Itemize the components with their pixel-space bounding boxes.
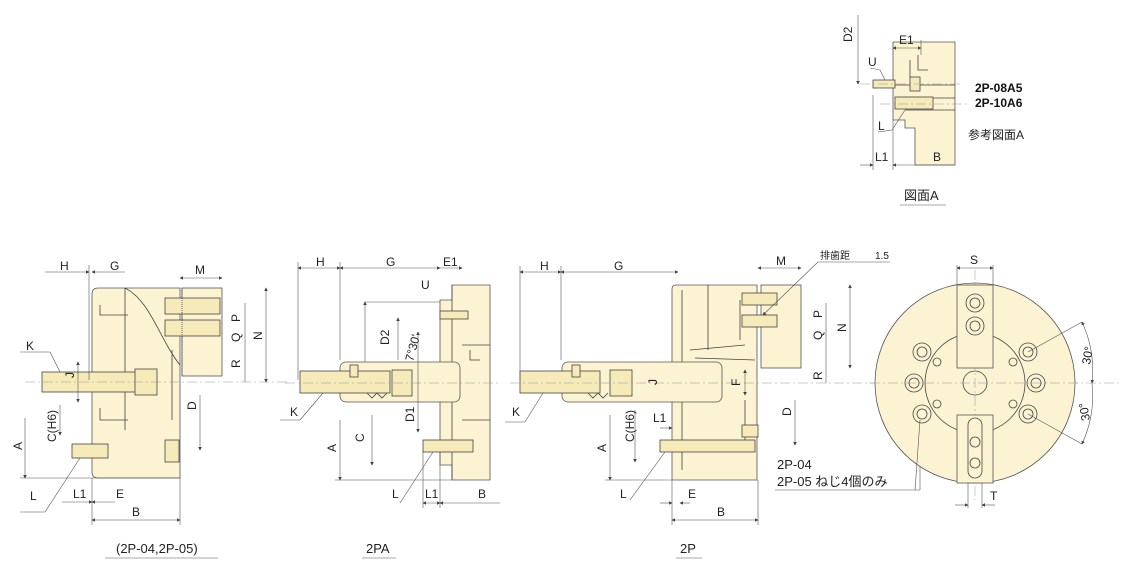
label-f: F [729, 379, 743, 386]
label-d2: D2 [378, 329, 392, 345]
label-a: A [325, 444, 339, 452]
label-l1: L1 [653, 411, 667, 425]
label-c-h6: C(H6) [623, 410, 637, 442]
label-l1: L1 [875, 150, 889, 164]
label-k: K [290, 405, 298, 419]
view-2p-bolt [659, 439, 756, 453]
label-m: M [195, 263, 205, 277]
label-u: U [421, 278, 430, 292]
view-2p-shaft [519, 370, 601, 394]
label-tooth-pitch: 排歯距 [820, 249, 850, 262]
view-2pa-bolt-l [422, 439, 474, 453]
label-l1: L1 [73, 487, 87, 501]
label-p: P [811, 310, 825, 318]
reference-note: 参考図面A [968, 127, 1024, 142]
label-h: H [316, 255, 325, 269]
label-d2: D2 [841, 26, 855, 42]
label-c-h6: C(H6) [45, 410, 59, 442]
view-2pa: H G E1 U D2 7°30' D1 C A K L L1 B 2PA [280, 255, 500, 559]
view-2pa-caption: 2PA [366, 541, 390, 556]
label-g: G [110, 259, 119, 273]
label-l: L [30, 489, 37, 503]
model-2p-08a5: 2P-08A5 [975, 81, 1023, 95]
label-h: H [60, 259, 69, 273]
view-2p04: H G M P Q R N K J C(H6) D A L L1 E B (2P… [11, 259, 290, 559]
label-e: E [116, 487, 124, 501]
label-h: H [540, 259, 549, 273]
label-n: N [251, 331, 265, 340]
label-tooth-pitch-value: 1.5 [875, 251, 889, 262]
mounting-holes [904, 342, 1046, 424]
view-2p04-bolt [71, 443, 109, 459]
view-2p: H G M 排歯距 1.5 P Q R N J F D C(H6) L1 A K… [505, 249, 1120, 559]
model-2p-10a6: 2P-10A6 [975, 96, 1023, 110]
label-k: K [512, 405, 520, 419]
label-b: B [717, 505, 725, 519]
label-m: M [776, 254, 786, 268]
detail-a: D2 E1 U 2P-08A5 2P-10A6 L 参考図面A L1 B 図面A [841, 15, 1024, 206]
label-p: P [229, 314, 243, 322]
label-k: K [26, 339, 34, 353]
label-d1: D1 [403, 406, 417, 422]
label-angle-top: 30° [1079, 345, 1096, 365]
front-view: S T 30° 30° [870, 253, 1096, 508]
label-q: Q [811, 331, 825, 340]
label-n: N [835, 323, 849, 332]
label-q: Q [229, 333, 243, 342]
label-l: L [392, 487, 399, 501]
label-r: R [229, 359, 243, 368]
label-l: L [878, 119, 885, 133]
label-a: A [11, 442, 25, 450]
label-angle: 7°30' [402, 333, 423, 363]
label-s: S [970, 253, 978, 267]
label-e1: E1 [899, 33, 914, 47]
label-b: B [933, 150, 941, 164]
detail-a-screw-l [894, 96, 934, 110]
view-2pa-screw-u [439, 310, 469, 320]
view-2pa-shaft [299, 370, 391, 394]
label-a: A [595, 444, 609, 452]
view-2p04-caption: (2P-04,2P-05) [116, 541, 198, 556]
front-view-jaw-top [956, 284, 994, 369]
label-l1: L1 [425, 487, 439, 501]
label-e: E [688, 487, 696, 501]
front-view-jaw-bottom [956, 414, 994, 484]
label-j: J [646, 379, 660, 385]
label-angle-bottom: 30° [1076, 401, 1093, 421]
label-g: G [386, 255, 395, 269]
label-g: G [614, 259, 623, 273]
label-u: U [868, 55, 877, 69]
note-2p-04: 2P-04 [777, 457, 812, 472]
label-r: R [811, 371, 825, 380]
note-2p-05: 2P-05 ねじ4個のみ [777, 474, 888, 489]
label-t: T [990, 489, 998, 503]
label-j: J [63, 372, 77, 378]
label-c: C [353, 433, 367, 442]
label-e1: E1 [443, 255, 458, 269]
detail-a-caption: 図面A [904, 188, 939, 203]
label-d: D [185, 401, 199, 410]
label-d: D [780, 407, 794, 416]
label-b: B [132, 505, 140, 519]
label-l: L [620, 487, 627, 501]
label-b: B [478, 487, 486, 501]
view-2p-caption: 2P [680, 541, 696, 556]
